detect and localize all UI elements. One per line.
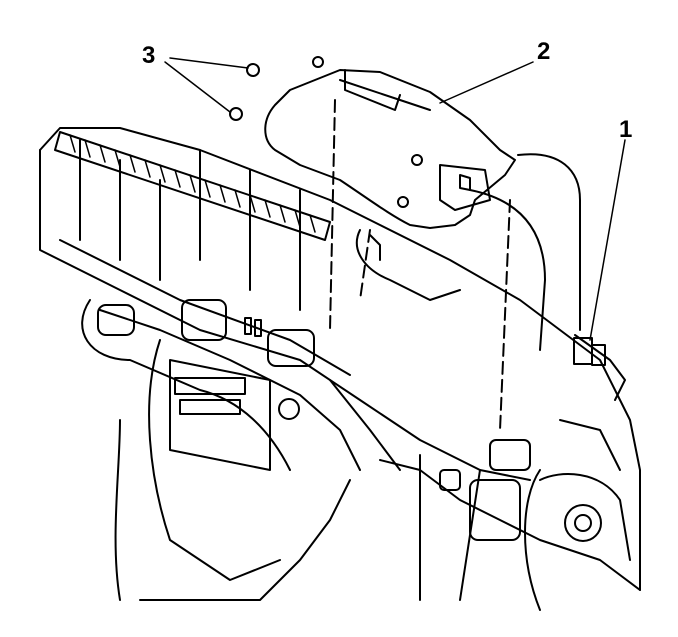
installation-guide-lines: [329, 99, 511, 431]
instrument-panel-carrier: [39, 127, 641, 611]
callout-leader-lines: [164, 57, 626, 341]
fastener-screws: [229, 56, 324, 121]
defroster-grille: [54, 131, 331, 241]
callout-number-1: 1: [619, 116, 633, 143]
callout-number-3: 3: [142, 42, 156, 69]
steering-column-opening: [539, 473, 631, 561]
wiring-harness: [355, 153, 626, 401]
callout-number-2: 2: [537, 38, 551, 65]
instrument-cluster: [264, 69, 516, 229]
air-vents: [97, 299, 531, 541]
electrical-connector: [573, 337, 606, 366]
center-stack-opening: [148, 339, 300, 581]
